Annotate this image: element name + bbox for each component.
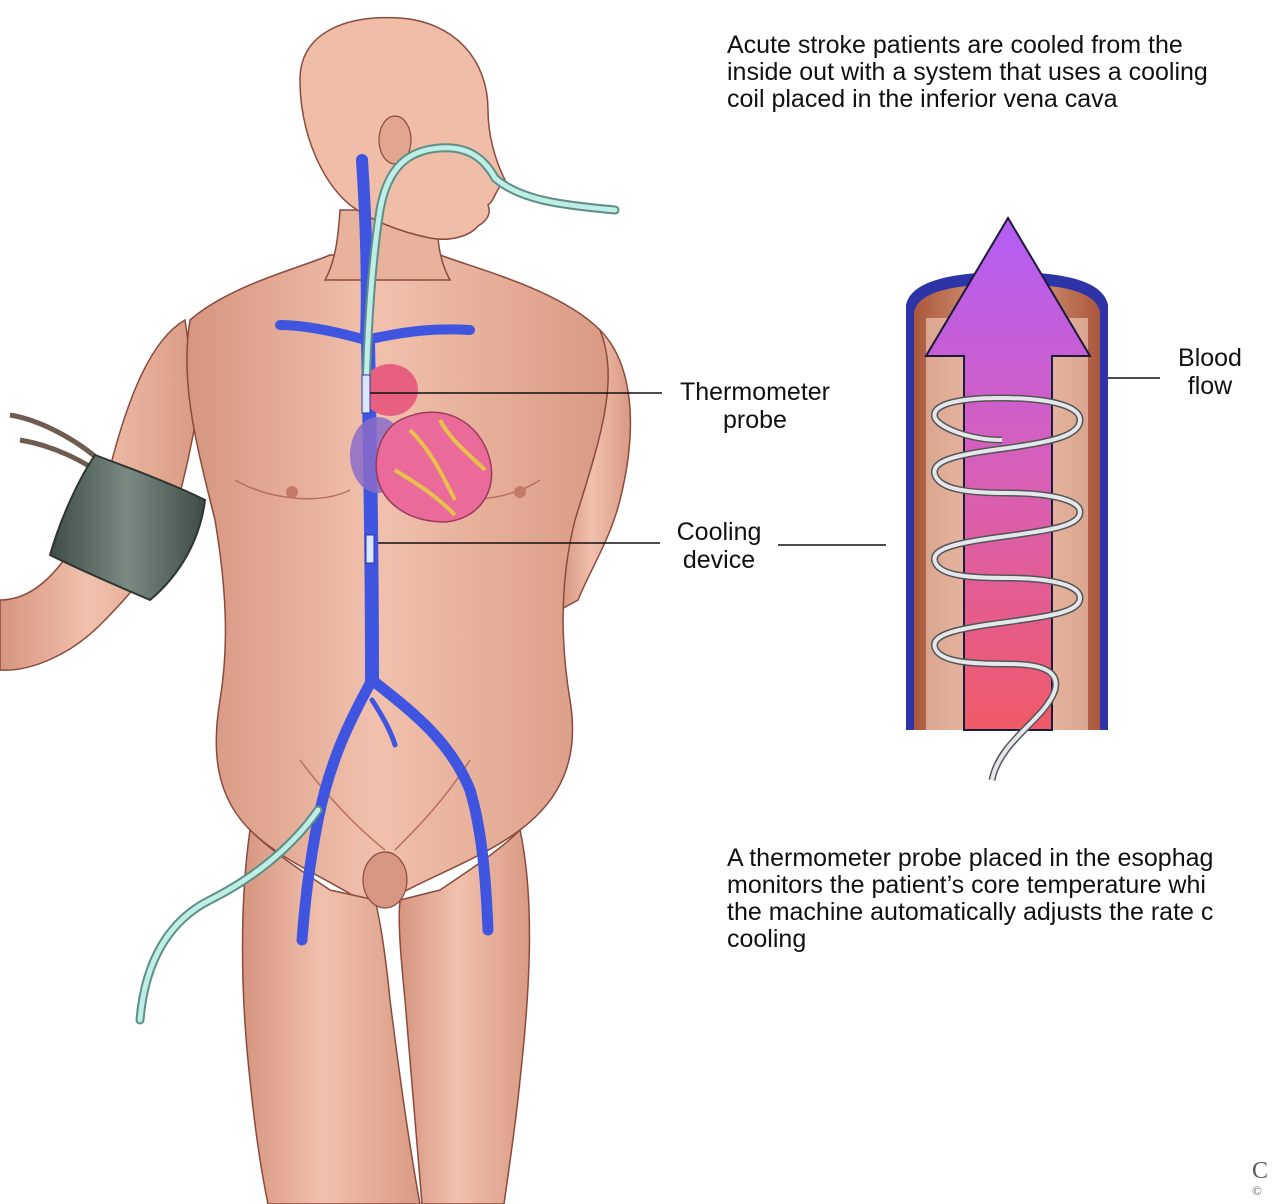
caption-bottom-line-2: monitors the patient’s core temperature … <box>727 872 1213 899</box>
cooling-device-label-line-1: Cooling <box>664 518 774 546</box>
right-leg <box>399 830 529 1204</box>
caption-bottom-line-4: cooling <box>727 926 1213 953</box>
nipple-right <box>514 486 526 498</box>
blood-flow-label-line-1: Blood <box>1162 344 1258 372</box>
vessel-cutaway <box>906 218 1108 780</box>
corner-mark-letter: C <box>1252 1158 1268 1184</box>
caption-top-line-1: Acute stroke patients are cooled from th… <box>727 32 1208 59</box>
caption-bottom: A thermometer probe placed in the esopha… <box>727 845 1213 953</box>
blood-flow-label: Blood flow <box>1162 344 1258 400</box>
caption-top-line-2: inside out with a system that uses a coo… <box>727 59 1208 86</box>
thermometer-probe-label-line-2: probe <box>666 406 844 434</box>
torso <box>187 255 608 900</box>
blood-flow-label-line-2: flow <box>1162 372 1258 400</box>
thermometer-probe-label-line-1: Thermometer <box>666 378 844 406</box>
cooling-device-label: Cooling device <box>664 518 774 574</box>
caption-bottom-line-3: the machine automatically adjusts the ra… <box>727 899 1213 926</box>
thermometer-marker <box>362 375 370 413</box>
cooling-device-marker <box>366 535 374 563</box>
caption-top-line-3: coil placed in the inferior vena cava <box>727 86 1208 113</box>
corner-mark-copyright: © <box>1252 1184 1268 1198</box>
nipple-left <box>286 486 298 498</box>
genitals <box>363 852 407 908</box>
caption-bottom-line-1: A thermometer probe placed in the esopha… <box>727 845 1213 872</box>
cooling-device-label-line-2: device <box>664 546 774 574</box>
corner-mark: C © <box>1252 1158 1268 1198</box>
thermometer-probe-label: Thermometer probe <box>666 378 844 434</box>
caption-top: Acute stroke patients are cooled from th… <box>727 32 1208 113</box>
